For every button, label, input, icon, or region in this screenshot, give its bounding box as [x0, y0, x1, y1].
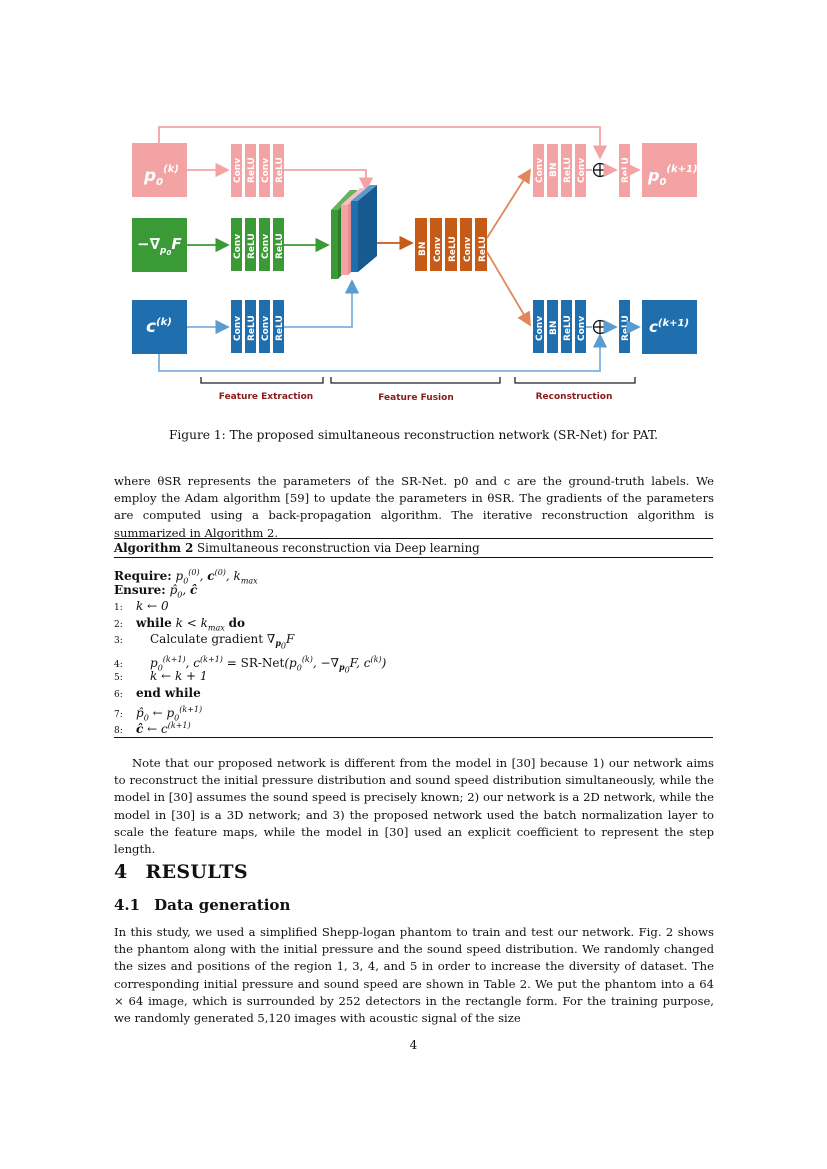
svg-text:Conv: Conv: [261, 316, 271, 341]
svg-text:Conv: Conv: [233, 234, 243, 259]
output-c-box: [642, 300, 697, 354]
paragraph-1: where θSR represents the parameters of t…: [114, 474, 714, 540]
figure-caption: Figure 1: The proposed simultaneous reco…: [168, 428, 659, 442]
input-gradient-label: −∇p0F: [137, 235, 182, 257]
svg-text:ReLU: ReLU: [247, 157, 257, 183]
svg-text:Conv: Conv: [261, 234, 271, 259]
skip-connection-bottom: [158, 333, 608, 372]
fusion-blocks: BN Conv ReLU Conv ReLU: [415, 218, 488, 271]
svg-text:Conv: Conv: [535, 316, 545, 341]
svg-text:BN: BN: [418, 242, 428, 256]
svg-text:Conv: Conv: [463, 237, 473, 262]
output-p0-box: [642, 143, 697, 197]
algorithm-line: 5:k ← k + 1: [114, 669, 208, 683]
skip-connection-top: [158, 126, 608, 160]
svg-text:ReLU: ReLU: [448, 236, 458, 262]
reconstruction-blocks-top: Conv BN ReLU Conv: [533, 144, 587, 197]
input-gradient-box: [132, 218, 187, 272]
paragraph-2: Note that our proposed network is differ…: [114, 756, 714, 857]
stage-label-reconstruction: Reconstruction: [536, 392, 613, 402]
algorithm-line: 2:while k < kmax do: [114, 616, 245, 633]
svg-text:ReLU: ReLU: [247, 315, 257, 341]
output-p0-label: p0(k+1): [647, 164, 698, 188]
svg-text:Conv: Conv: [233, 316, 243, 341]
extraction-block-blue: Conv ReLU Conv ReLU: [231, 300, 285, 353]
algorithm-line: 4:p0(k+1), c(k+1) = SR-Net(p0(k), −∇p0F,…: [114, 655, 387, 675]
svg-text:Conv: Conv: [433, 237, 443, 262]
paragraph-3: In this study, we used a simplified Shep…: [114, 925, 714, 1026]
relu-block-bottom: [619, 300, 630, 353]
stage-label-extraction: Feature Extraction: [219, 392, 313, 402]
sum-node-top: [592, 162, 608, 178]
svg-text:ReLU: ReLU: [478, 236, 488, 262]
algorithm-title: Simultaneous reconstruction via Deep lea…: [197, 541, 480, 555]
input-p0-label: p0(k): [143, 164, 179, 188]
svg-text:ReLU: ReLU: [275, 233, 285, 259]
svg-text:Conv: Conv: [577, 316, 587, 341]
algorithm-line: 1:k ← 0: [114, 599, 169, 613]
feature-concat-stack: [331, 185, 377, 279]
algorithm-line: 3:Calculate gradient ∇p0F: [114, 632, 295, 651]
stage-label-fusion: Feature Fusion: [378, 393, 454, 403]
svg-text:ReLU: ReLU: [621, 315, 631, 341]
svg-text:ReLU: ReLU: [563, 157, 573, 183]
svg-text:ReLU: ReLU: [275, 315, 285, 341]
svg-text:Conv: Conv: [261, 158, 271, 183]
output-c-label: c(k+1): [649, 318, 689, 336]
algorithm-bottom-rule: [114, 737, 713, 738]
input-c-box: [132, 300, 187, 354]
input-p0-box: [132, 143, 187, 197]
svg-text:BN: BN: [549, 163, 559, 177]
stage-brackets: [200, 377, 636, 384]
reconstruction-blocks-bottom: Conv BN ReLU Conv: [533, 300, 587, 353]
algorithm-line: 7:p̂0 ← p0(k+1): [114, 705, 203, 723]
algorithm-line: 6:end while: [114, 686, 201, 700]
algorithm-header: Algorithm 2 Simultaneous reconstruction …: [114, 541, 480, 555]
relu-block-top: [619, 144, 630, 197]
svg-text:Conv: Conv: [535, 158, 545, 183]
algorithm-top-rule: [114, 538, 713, 539]
svg-text:ReLU: ReLU: [247, 233, 257, 259]
extraction-block-green: Conv ReLU Conv ReLU: [231, 218, 285, 271]
algorithm-line: 8:ĉ ← c(k+1): [114, 721, 191, 736]
page-number: 4: [409, 1038, 418, 1052]
algorithm-require: Require: p0(0), c(0), kmax: [114, 568, 258, 586]
svg-text:Conv: Conv: [233, 158, 243, 183]
svg-text:ReLU: ReLU: [621, 157, 631, 183]
svg-text:ReLU: ReLU: [275, 157, 285, 183]
svg-text:Conv: Conv: [577, 158, 587, 183]
svg-text:ReLU: ReLU: [563, 315, 573, 341]
algorithm-mid-rule: [114, 557, 713, 558]
input-c-label: c(k): [146, 317, 172, 337]
algorithm-ensure: Ensure: p̂0, ĉ: [114, 583, 198, 600]
sum-node-bottom: [592, 319, 608, 335]
svg-text:BN: BN: [549, 321, 559, 335]
algorithm-label: Algorithm 2: [114, 541, 194, 555]
sr-net-figure: p0(k) −∇p0F c(k) Conv ReLU Conv ReLU Con…: [132, 126, 698, 403]
extraction-block-pink: Conv ReLU Conv ReLU: [231, 144, 285, 197]
